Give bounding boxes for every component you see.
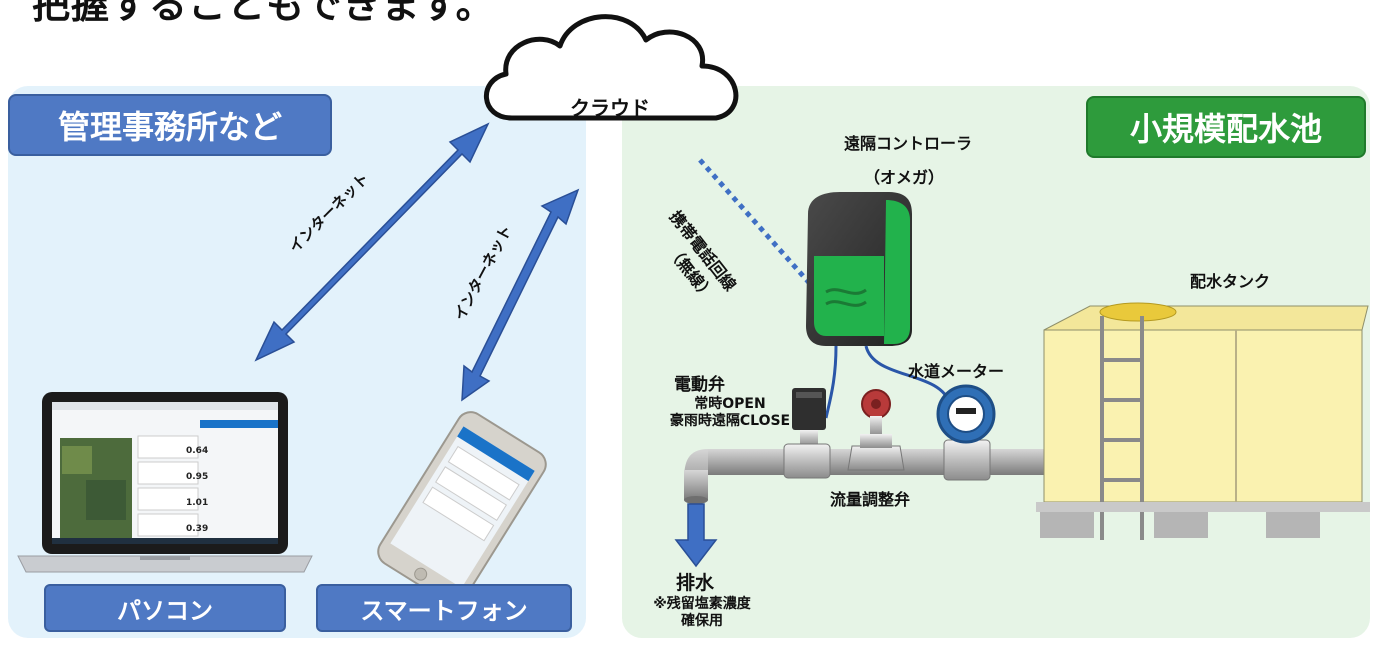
phone-label-badge: スマートフォン — [316, 584, 572, 632]
cable-to-valve — [824, 345, 838, 419]
flow-control-valve-icon — [847, 389, 905, 471]
controller-title: 遠隔コントローラ — [844, 134, 973, 153]
electric-valve-icon — [783, 388, 831, 479]
office-title-badge: 管理事務所など — [8, 94, 332, 156]
wireless-link — [698, 158, 814, 288]
flow-valve-label: 流量調整弁 — [830, 490, 911, 509]
valve-note-line-1: 常時OPEN — [694, 396, 766, 412]
remote-controller-icon — [806, 192, 912, 346]
cloud-label: クラウド — [570, 96, 650, 120]
laptop-icon — [17, 392, 313, 573]
cloud-icon — [484, 14, 739, 121]
screen-reading: 0.64 — [186, 446, 208, 456]
screen-reading: 0.95 — [186, 472, 208, 482]
meter-label: 水道メーター — [908, 362, 1005, 381]
controller-sub: （オメガ） — [864, 168, 945, 187]
internet-arrow-pc — [254, 122, 490, 362]
screen-reading: 1.01 — [186, 498, 208, 508]
smartphone-icon — [377, 411, 547, 605]
valve-note: 常時OPEN 豪雨時遠隔CLOSE — [650, 396, 810, 430]
drain-note-line-2: 確保用 — [681, 613, 723, 629]
water-tank-icon — [1036, 302, 1370, 540]
pc-label-badge: パソコン — [44, 584, 286, 632]
drain-note-line-1: ※残留塩素濃度 — [653, 596, 751, 612]
reservoir-title-badge: 小規模配水池 — [1086, 96, 1366, 158]
water-meter-icon — [936, 384, 996, 481]
internet-arrow-phone — [461, 188, 580, 402]
valve-label: 電動弁 — [674, 375, 725, 395]
tank-label: 配水タンク — [1190, 272, 1271, 291]
valve-note-line-2: 豪雨時遠隔CLOSE — [669, 413, 791, 429]
drain-note: ※残留塩素濃度 確保用 — [640, 596, 764, 630]
drain-label: 排水 — [676, 572, 715, 594]
drain-arrow — [674, 503, 718, 568]
screen-reading: 0.39 — [186, 524, 208, 534]
page-heading: 把握することもできます。 — [32, 0, 495, 27]
